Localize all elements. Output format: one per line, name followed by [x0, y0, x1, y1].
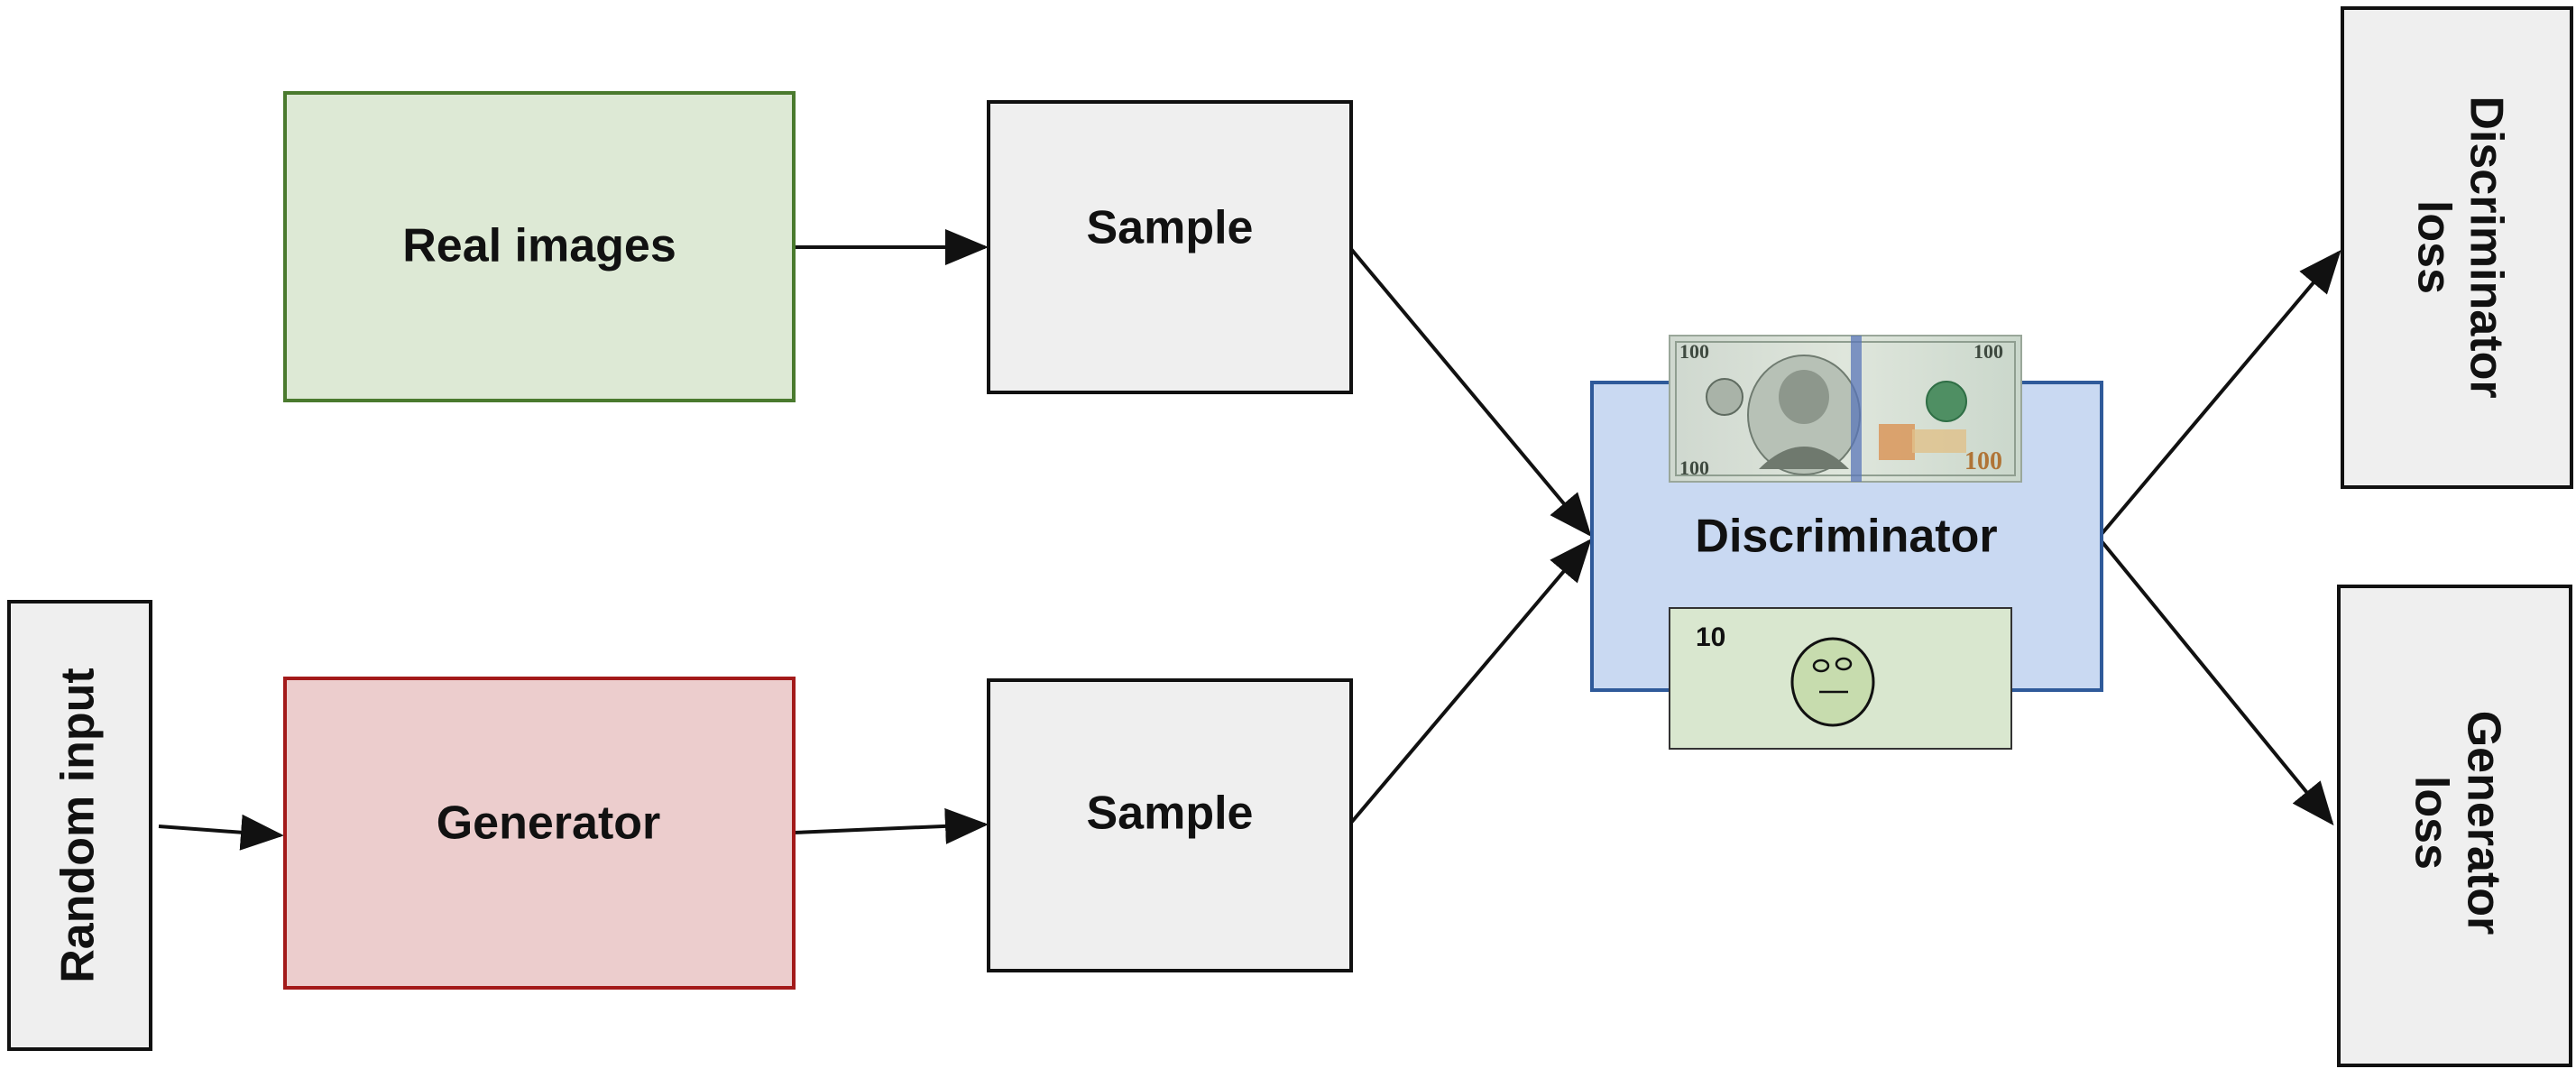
- discriminator-label: Discriminator: [1695, 511, 1997, 563]
- sample-top-label: Sample: [1087, 202, 1254, 254]
- generator-label: Generator: [437, 797, 661, 850]
- fake-bill-denomination: 10: [1696, 622, 1725, 652]
- discriminator-loss-label-line2: loss: [2407, 200, 2460, 294]
- generator-loss-label-line1: Generator: [2457, 711, 2509, 935]
- real-bill-denomination-top-left: 100: [1679, 340, 1709, 363]
- generator-node: Generator: [283, 677, 796, 990]
- discriminator-node: Discriminator 100 100 100 100: [1590, 335, 2103, 750]
- arrow-random-input-to-generator: [158, 814, 284, 851]
- real-hundred-dollar-bill: 100 100 100 100: [1669, 335, 2022, 483]
- arrow-generator-to-sample: [793, 807, 989, 844]
- real-bill-denomination-bottom-right: 100: [1964, 447, 2002, 475]
- connectors: [158, 229, 2341, 851]
- generator-loss-label-line2: loss: [2405, 776, 2457, 870]
- sample-bottom-label: Sample: [1087, 788, 1254, 840]
- generator-box: [283, 677, 796, 990]
- real-images-node: Real images: [283, 91, 796, 402]
- sample-top-box: [987, 100, 1353, 394]
- sample-bottom-box: [987, 678, 1353, 972]
- sample-bottom-node: Sample: [987, 678, 1353, 972]
- fake-ten-dollar-bill: 10: [1669, 607, 2012, 750]
- sample-top-node: Sample: [987, 100, 1353, 394]
- random-input-node: Random input: [7, 600, 152, 1051]
- real-bill-denomination-top-right: 100: [1973, 340, 2003, 363]
- real-bill-denomination-bottom-left: 100: [1679, 456, 1709, 479]
- discriminator-loss-node: Discriminator loss: [2341, 6, 2573, 489]
- generator-loss-box: [2337, 585, 2572, 1067]
- arrow-sample-bottom-to-discriminator: [1349, 538, 1592, 825]
- generator-loss-node: Generator loss: [2337, 585, 2572, 1067]
- discriminator-loss-label-line1: Discriminator: [2460, 96, 2512, 398]
- real-images-box: [283, 91, 796, 402]
- arrow-discriminator-to-discriminator-loss: [2100, 249, 2341, 536]
- random-input-label: Random input: [52, 668, 105, 983]
- arrow-discriminator-to-generator-loss: [2100, 539, 2334, 826]
- neutral-face-icon: [1790, 637, 1875, 727]
- random-input-box: [7, 600, 152, 1051]
- arrow-sample-top-to-discriminator: [1349, 247, 1592, 538]
- real-images-label: Real images: [402, 220, 676, 272]
- discriminator-loss-box: [2341, 6, 2573, 489]
